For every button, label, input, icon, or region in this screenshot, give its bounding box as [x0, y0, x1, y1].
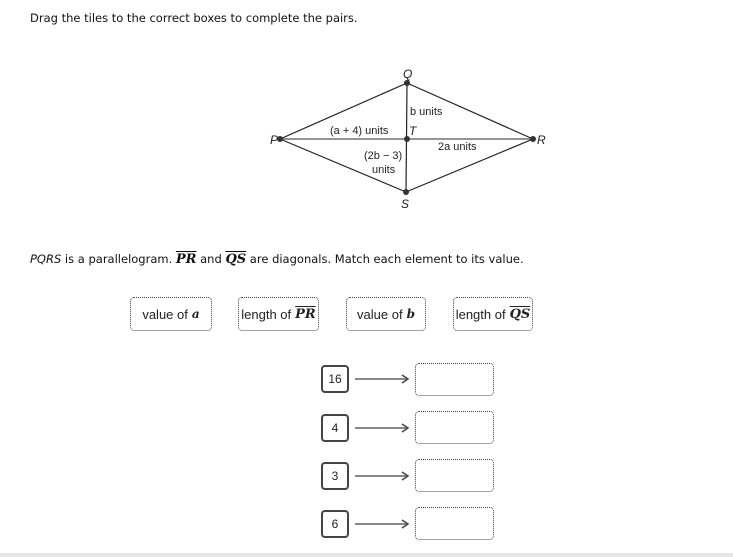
arrow-icon — [355, 470, 411, 482]
value-box-3: 3 — [321, 462, 349, 490]
tile-label: value of — [357, 306, 403, 322]
point-s-label: S — [401, 197, 409, 211]
instructions-text: Drag the tiles to the correct boxes to c… — [30, 11, 358, 25]
shape-name: PQRS — [30, 252, 62, 266]
point-p-label: P — [270, 133, 278, 147]
arrow-icon — [355, 373, 411, 385]
value-box-16: 16 — [321, 365, 349, 393]
tile-variable: a — [191, 307, 200, 321]
value-box-6: 6 — [321, 510, 349, 538]
prompt-text-2: are diagonals. Match each element to its… — [246, 252, 524, 266]
prompt-text-1: is a parallelogram. — [61, 252, 176, 266]
parallelogram-diagram: P Q R S T (a + 4) units b units 2a units… — [260, 60, 560, 220]
tile-label: length of — [455, 306, 506, 322]
arrow-icon — [355, 422, 411, 434]
value-box-4: 4 — [321, 414, 349, 442]
tile-label: value of — [142, 306, 188, 322]
drop-target-1[interactable] — [415, 363, 494, 396]
segment-ts-label-1: (2b − 3) — [364, 150, 402, 162]
tile-variable: b — [406, 307, 415, 321]
question-prompt: PQRS is a parallelogram. PR and QS are d… — [30, 252, 524, 267]
tile-label: length of — [241, 306, 292, 322]
arrow-icon — [355, 518, 411, 530]
tile-variable: QS — [509, 306, 531, 322]
point-r-label: R — [537, 133, 546, 147]
bottom-divider — [0, 553, 733, 557]
prompt-and: and — [196, 252, 226, 266]
diagonal-qs: QS — [225, 252, 247, 267]
segment-pt-label: (a + 4) units — [330, 125, 389, 137]
segment-qt-label: b units — [410, 106, 443, 118]
segment-ts-label-2: units — [372, 164, 396, 176]
segment-tr-label: 2a units — [438, 141, 477, 153]
tile-variable: PR — [295, 306, 316, 322]
point-q-label: Q — [403, 67, 412, 81]
drop-target-3[interactable] — [415, 459, 494, 492]
point-t-label: T — [409, 124, 418, 138]
drop-target-4[interactable] — [415, 507, 494, 540]
diagonal-pr: PR — [175, 252, 197, 267]
drop-target-2[interactable] — [415, 411, 494, 444]
